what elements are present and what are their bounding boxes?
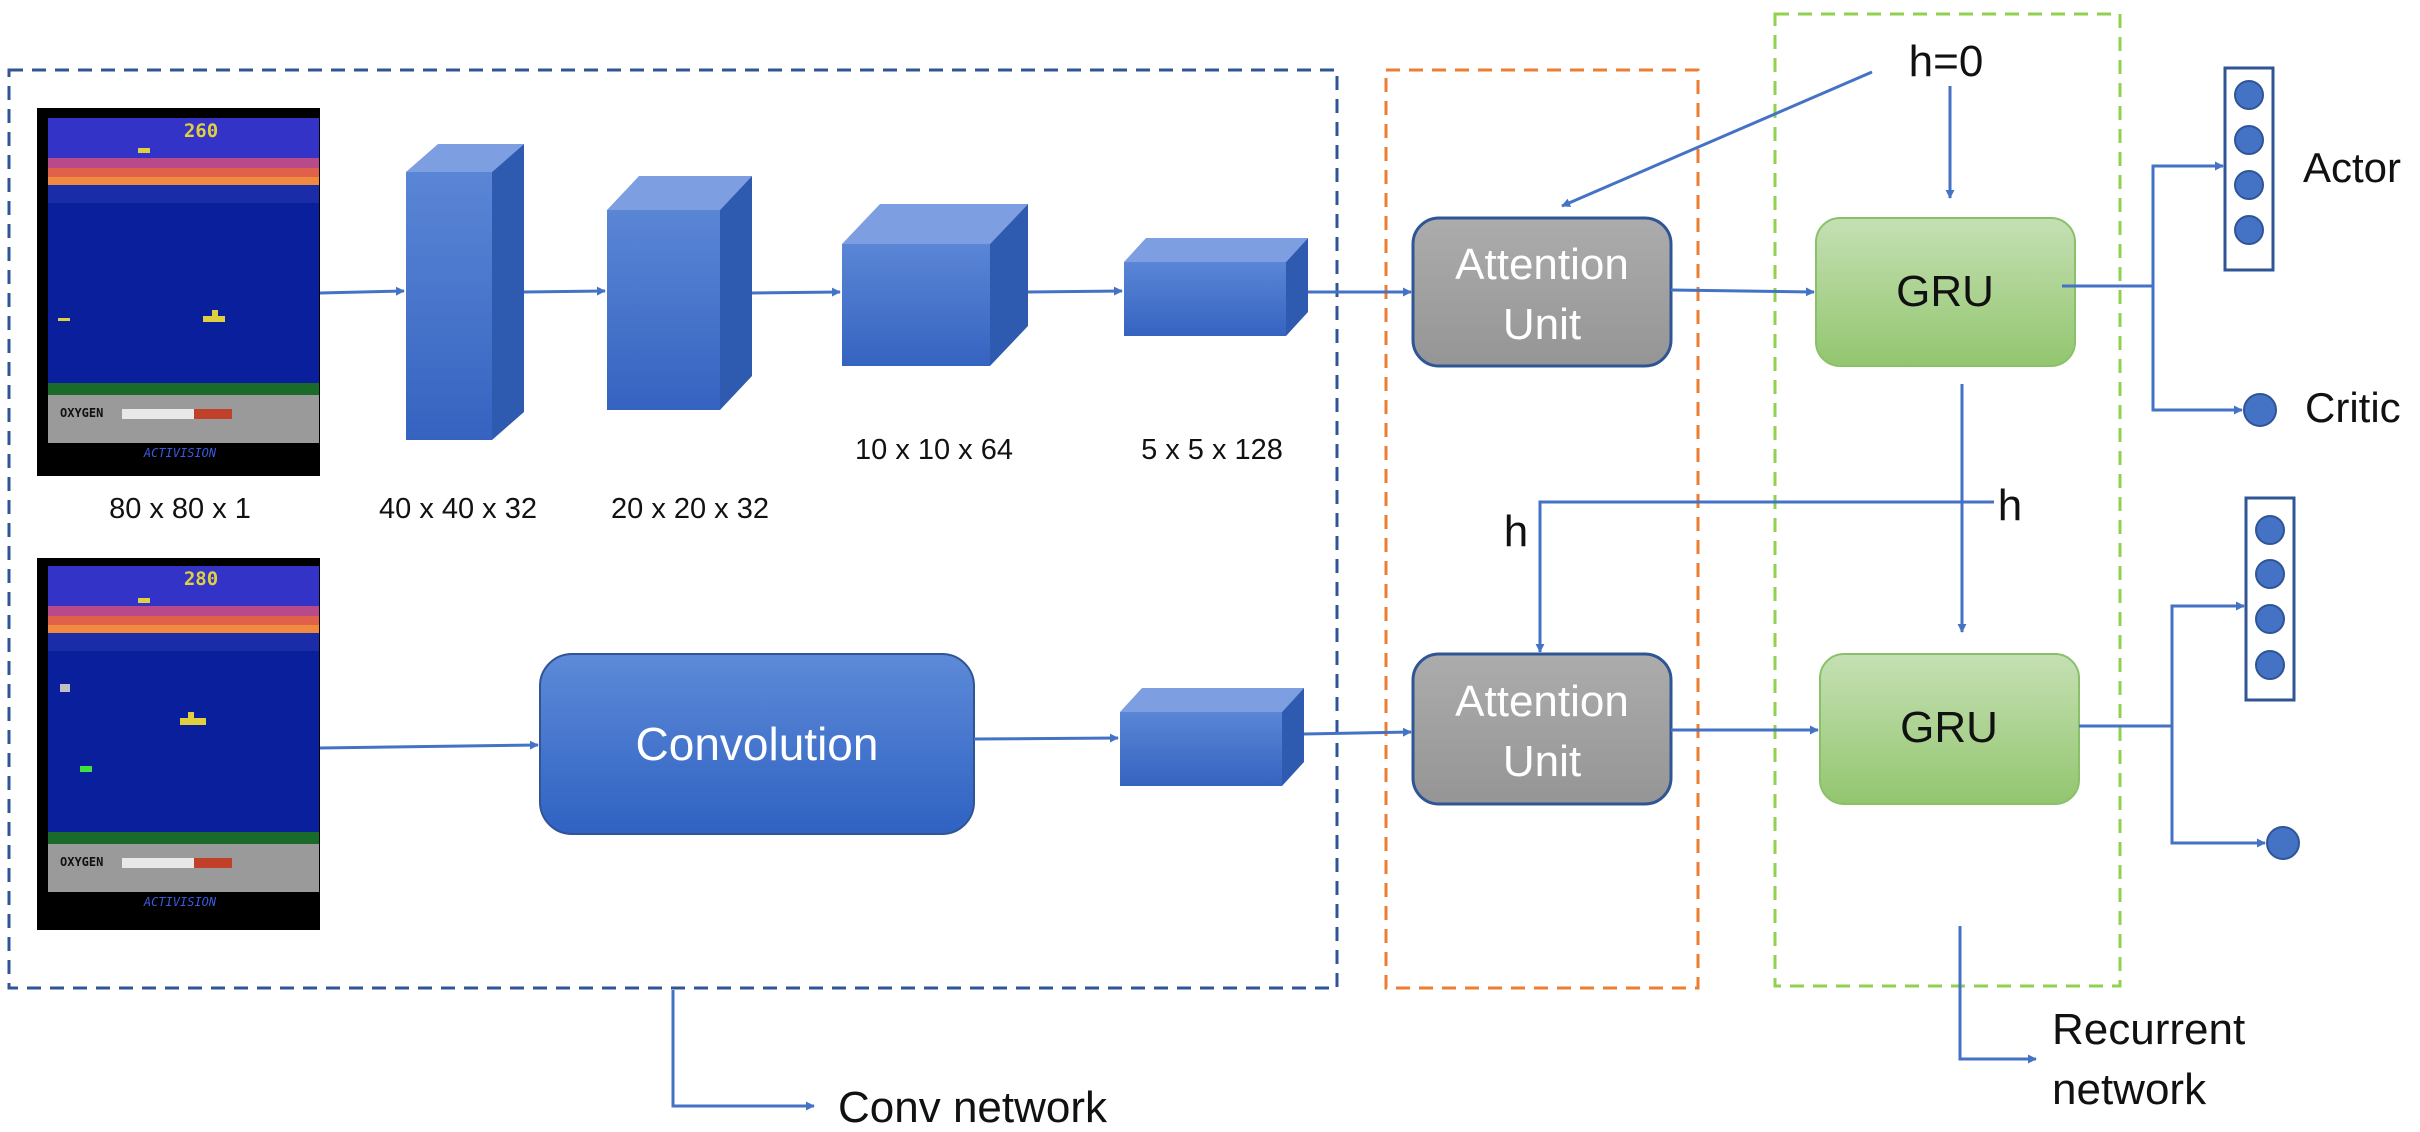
score-text: 260 (184, 120, 218, 142)
arrow-convolution-to-block (973, 733, 1119, 743)
score-text: 280 (184, 568, 218, 590)
conv-block-20x20x32 (607, 176, 752, 410)
actor-output-node (2255, 650, 2285, 680)
h-label-right: h (1998, 481, 2022, 530)
recurrent-network-label-line1: Recurrent (2052, 1005, 2245, 1054)
attention-unit-top-line2: Unit (1503, 300, 1581, 349)
fish-icon (80, 766, 92, 772)
arrow-h0-to-attention (1561, 70, 1873, 208)
arrow-conv2-to-conv3 (751, 287, 841, 297)
brand-label: ACTIVISION (143, 895, 217, 909)
arrow-attention-to-gru-top (1670, 287, 1815, 297)
conv-block-10x10x64 (842, 204, 1028, 366)
actor-label: Actor (2303, 144, 2401, 191)
actor-output-node (2234, 80, 2264, 110)
arrow-frame-to-conv1 (319, 286, 405, 296)
actor-output-vector-bottom (2244, 496, 2296, 702)
attention-group-border (1384, 68, 1700, 990)
submarine-icon (203, 310, 225, 322)
arrow-conv-network-label (671, 990, 815, 1111)
gru-bottom (1819, 653, 2080, 805)
submarine-icon (138, 598, 150, 603)
conv-output-block (1120, 688, 1304, 786)
arrow-block-to-attention (1303, 727, 1412, 737)
convolution-label: Convolution (636, 718, 879, 770)
dim-label-conv1: 40 x 40 x 32 (379, 493, 537, 525)
attention-unit-top (1411, 216, 1673, 368)
connector-arrows (319, 70, 2266, 1111)
dim-label-conv2: 20 x 20 x 32 (611, 493, 769, 525)
h-init-label: h=0 (1909, 37, 1984, 86)
actor-output-node (2234, 125, 2264, 155)
conv-network-border (7, 68, 1339, 990)
arrow-frame-to-convolution (319, 740, 539, 750)
game-frame-bottom: 280 OXYGEN ACTIVISION (37, 558, 320, 930)
conv-network-label: Conv network (838, 1083, 1108, 1132)
game-frame-top: 260 OXYGEN ACTIVISION (37, 108, 320, 476)
arrow-recurrent-network-label (1958, 926, 2037, 1064)
actor-output-node (2234, 170, 2264, 200)
gru-bottom-label: GRU (1900, 703, 1998, 752)
critic-label: Critic (2305, 384, 2401, 431)
conv-block-40x40x32 (406, 144, 524, 440)
attention-unit-bottom-line2: Unit (1503, 737, 1581, 786)
recurrent-network-label-line2: network (2052, 1065, 2207, 1114)
arrow-gru-to-critic-top (2151, 286, 2243, 415)
dim-label-input: 80 x 80 x 1 (109, 493, 251, 525)
actor-output-node (2234, 215, 2264, 245)
gru-top (1815, 217, 2076, 367)
critic-output-node-bottom (2266, 826, 2300, 860)
recurrent-network-border (1773, 12, 2122, 988)
oxygen-label: OXYGEN (60, 406, 103, 420)
actor-output-node (2255, 604, 2285, 634)
conv-block-5x5x128 (1124, 238, 1308, 336)
arrow-gru-to-actor-bottom (2079, 601, 2245, 728)
attention-unit-top-line1: Attention (1455, 240, 1629, 289)
arrow-gru-to-actor-top (2062, 161, 2224, 288)
brand-label: ACTIVISION (143, 446, 217, 460)
diver-icon (60, 684, 70, 692)
oxygen-bar (122, 858, 194, 868)
actor-output-node (2255, 515, 2285, 545)
dim-label-conv3: 10 x 10 x 64 (855, 434, 1013, 466)
arrow-conv1-to-conv2 (523, 286, 606, 296)
oxygen-bar (122, 409, 194, 419)
submarine-icon (180, 712, 206, 725)
actor-output-vector-top (2223, 66, 2275, 272)
arrow-gru-to-critic-bottom (2170, 726, 2266, 848)
convolution-box (539, 653, 975, 835)
h-label-left: h (1504, 507, 1528, 556)
submarine-icon (138, 148, 150, 153)
arrow-h-to-attention-bottom (1535, 500, 1994, 653)
gru-top-label: GRU (1896, 267, 1994, 316)
attention-unit-bottom-line1: Attention (1455, 677, 1629, 726)
critic-output-node-top (2243, 393, 2277, 427)
dim-label-conv4: 5 x 5 x 128 (1141, 434, 1283, 466)
arrow-conv3-to-conv4 (1027, 286, 1123, 296)
oxygen-label: OXYGEN (60, 855, 103, 869)
actor-output-node (2255, 559, 2285, 589)
